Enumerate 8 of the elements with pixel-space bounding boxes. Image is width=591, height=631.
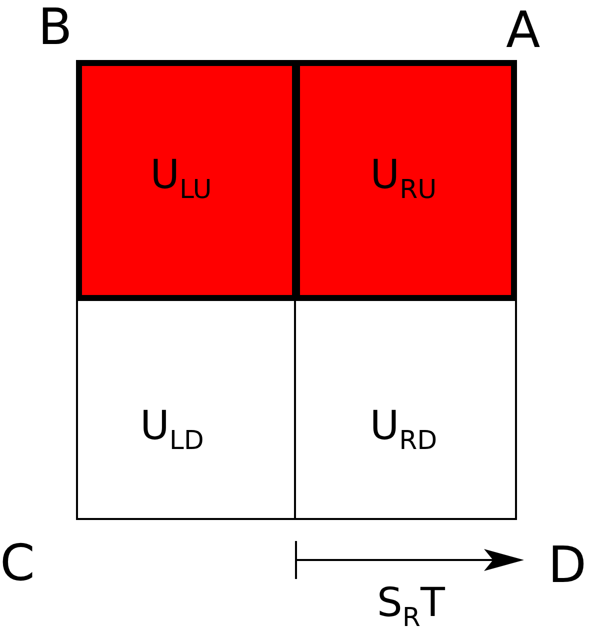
grid-cell xyxy=(76,301,296,520)
corner-label: A xyxy=(506,5,540,55)
corner-label: D xyxy=(548,540,587,590)
grid-cell xyxy=(76,60,296,301)
grid-cell xyxy=(296,60,517,301)
corner-label: C xyxy=(0,538,35,588)
grid-cell xyxy=(296,301,517,520)
corner-label: B xyxy=(38,2,72,52)
